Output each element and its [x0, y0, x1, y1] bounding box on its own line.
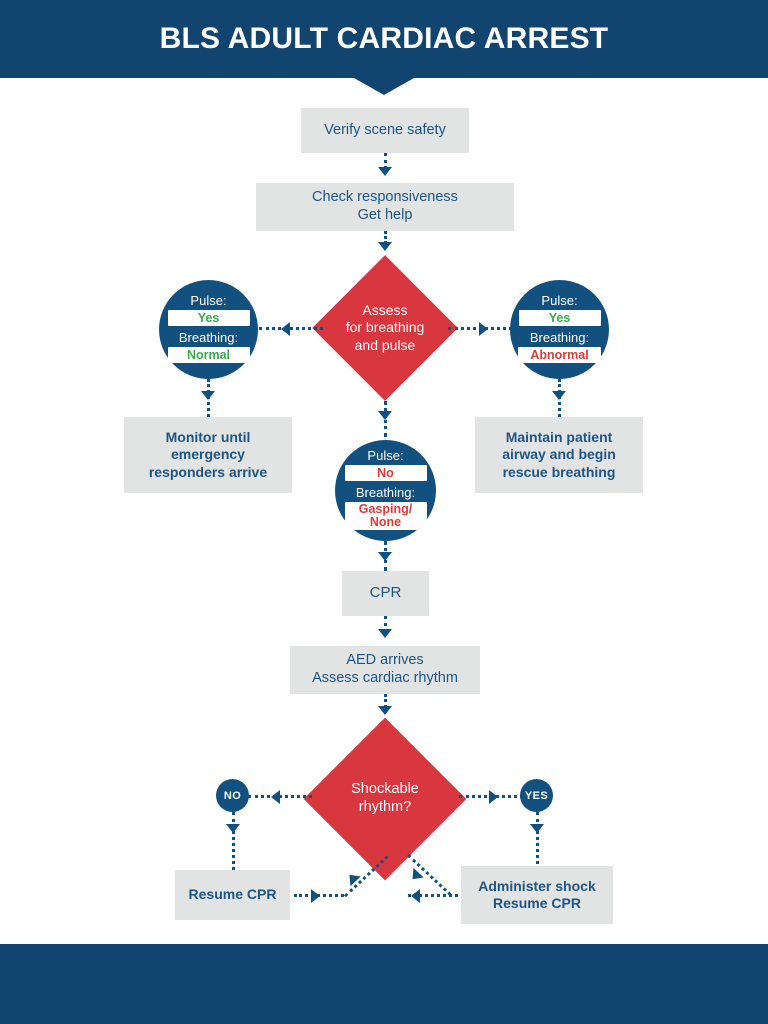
- breathing-value: Normal: [167, 346, 250, 363]
- breathing-value: Abnormal: [518, 346, 601, 363]
- breathing-label: Breathing:: [178, 329, 239, 345]
- pulse-label: Pulse:: [190, 292, 227, 308]
- badge-no: NO: [216, 779, 249, 812]
- connector-yes-to-administer-shock: [536, 812, 539, 870]
- arrow-down-icon: [378, 167, 392, 176]
- arrow-down-icon: [378, 629, 392, 638]
- connector-verify-to-check: [384, 153, 387, 169]
- badge-yes: YES: [520, 779, 553, 812]
- breathing-label: Breathing:: [529, 329, 590, 345]
- circle-pulse-yes-breathing-abnormal: Pulse: Yes Breathing: Abnormal: [510, 280, 609, 379]
- pulse-value: No: [344, 464, 427, 481]
- connector-check-to-assess: [384, 231, 387, 244]
- arrow-left-icon: [411, 889, 420, 903]
- arrow-down-icon: [552, 391, 566, 400]
- connector-no-to-resume-cpr: [232, 812, 235, 870]
- arrow-right-icon: [311, 889, 320, 903]
- arrow-right-icon: [489, 790, 498, 804]
- box-verify-scene-safety: Verify scene safety: [301, 108, 469, 153]
- pulse-value: Yes: [518, 309, 601, 326]
- page-title: BLS ADULT CARDIAC ARREST: [159, 22, 609, 55]
- circle-pulse-yes-breathing-normal: Pulse: Yes Breathing: Normal: [159, 280, 258, 379]
- arrow-left-icon: [271, 790, 280, 804]
- connector-aed-to-shockable: [384, 694, 387, 708]
- arrow-down-icon: [378, 706, 392, 715]
- arrow-down-icon: [378, 411, 392, 420]
- footer-bar: ACLS CERTIFICATION INSTITUTE © ACLS Cert…: [0, 944, 768, 1024]
- connector-shockable-to-no: [248, 795, 312, 798]
- box-resume-cpr: Resume CPR: [175, 870, 290, 920]
- pulse-label: Pulse:: [541, 292, 578, 308]
- arrow-right-icon: [479, 322, 488, 336]
- arrow-down-icon: [530, 824, 544, 833]
- pulse-value: Yes: [167, 309, 250, 326]
- connector-cpr-to-aed: [384, 616, 387, 632]
- header-bar: BLS ADULT CARDIAC ARREST: [0, 0, 768, 78]
- box-cpr: CPR: [342, 571, 429, 616]
- arrow-left-icon: [281, 322, 290, 336]
- pulse-label: Pulse:: [367, 447, 404, 463]
- arrow-down-icon: [226, 824, 240, 833]
- connector-assess-to-left-circle: [259, 327, 323, 330]
- arrow-down-icon: [378, 242, 392, 251]
- circle-pulse-no-breathing-gasping: Pulse: No Breathing: Gasping/None: [335, 440, 436, 541]
- header-notch: [354, 78, 414, 95]
- arrow-down-icon: [201, 391, 215, 400]
- connector-administer-shock-to-loop: [408, 894, 458, 897]
- breathing-value: Gasping/None: [344, 501, 427, 530]
- arrow-down-icon: [378, 552, 392, 561]
- breathing-label: Breathing:: [355, 484, 416, 500]
